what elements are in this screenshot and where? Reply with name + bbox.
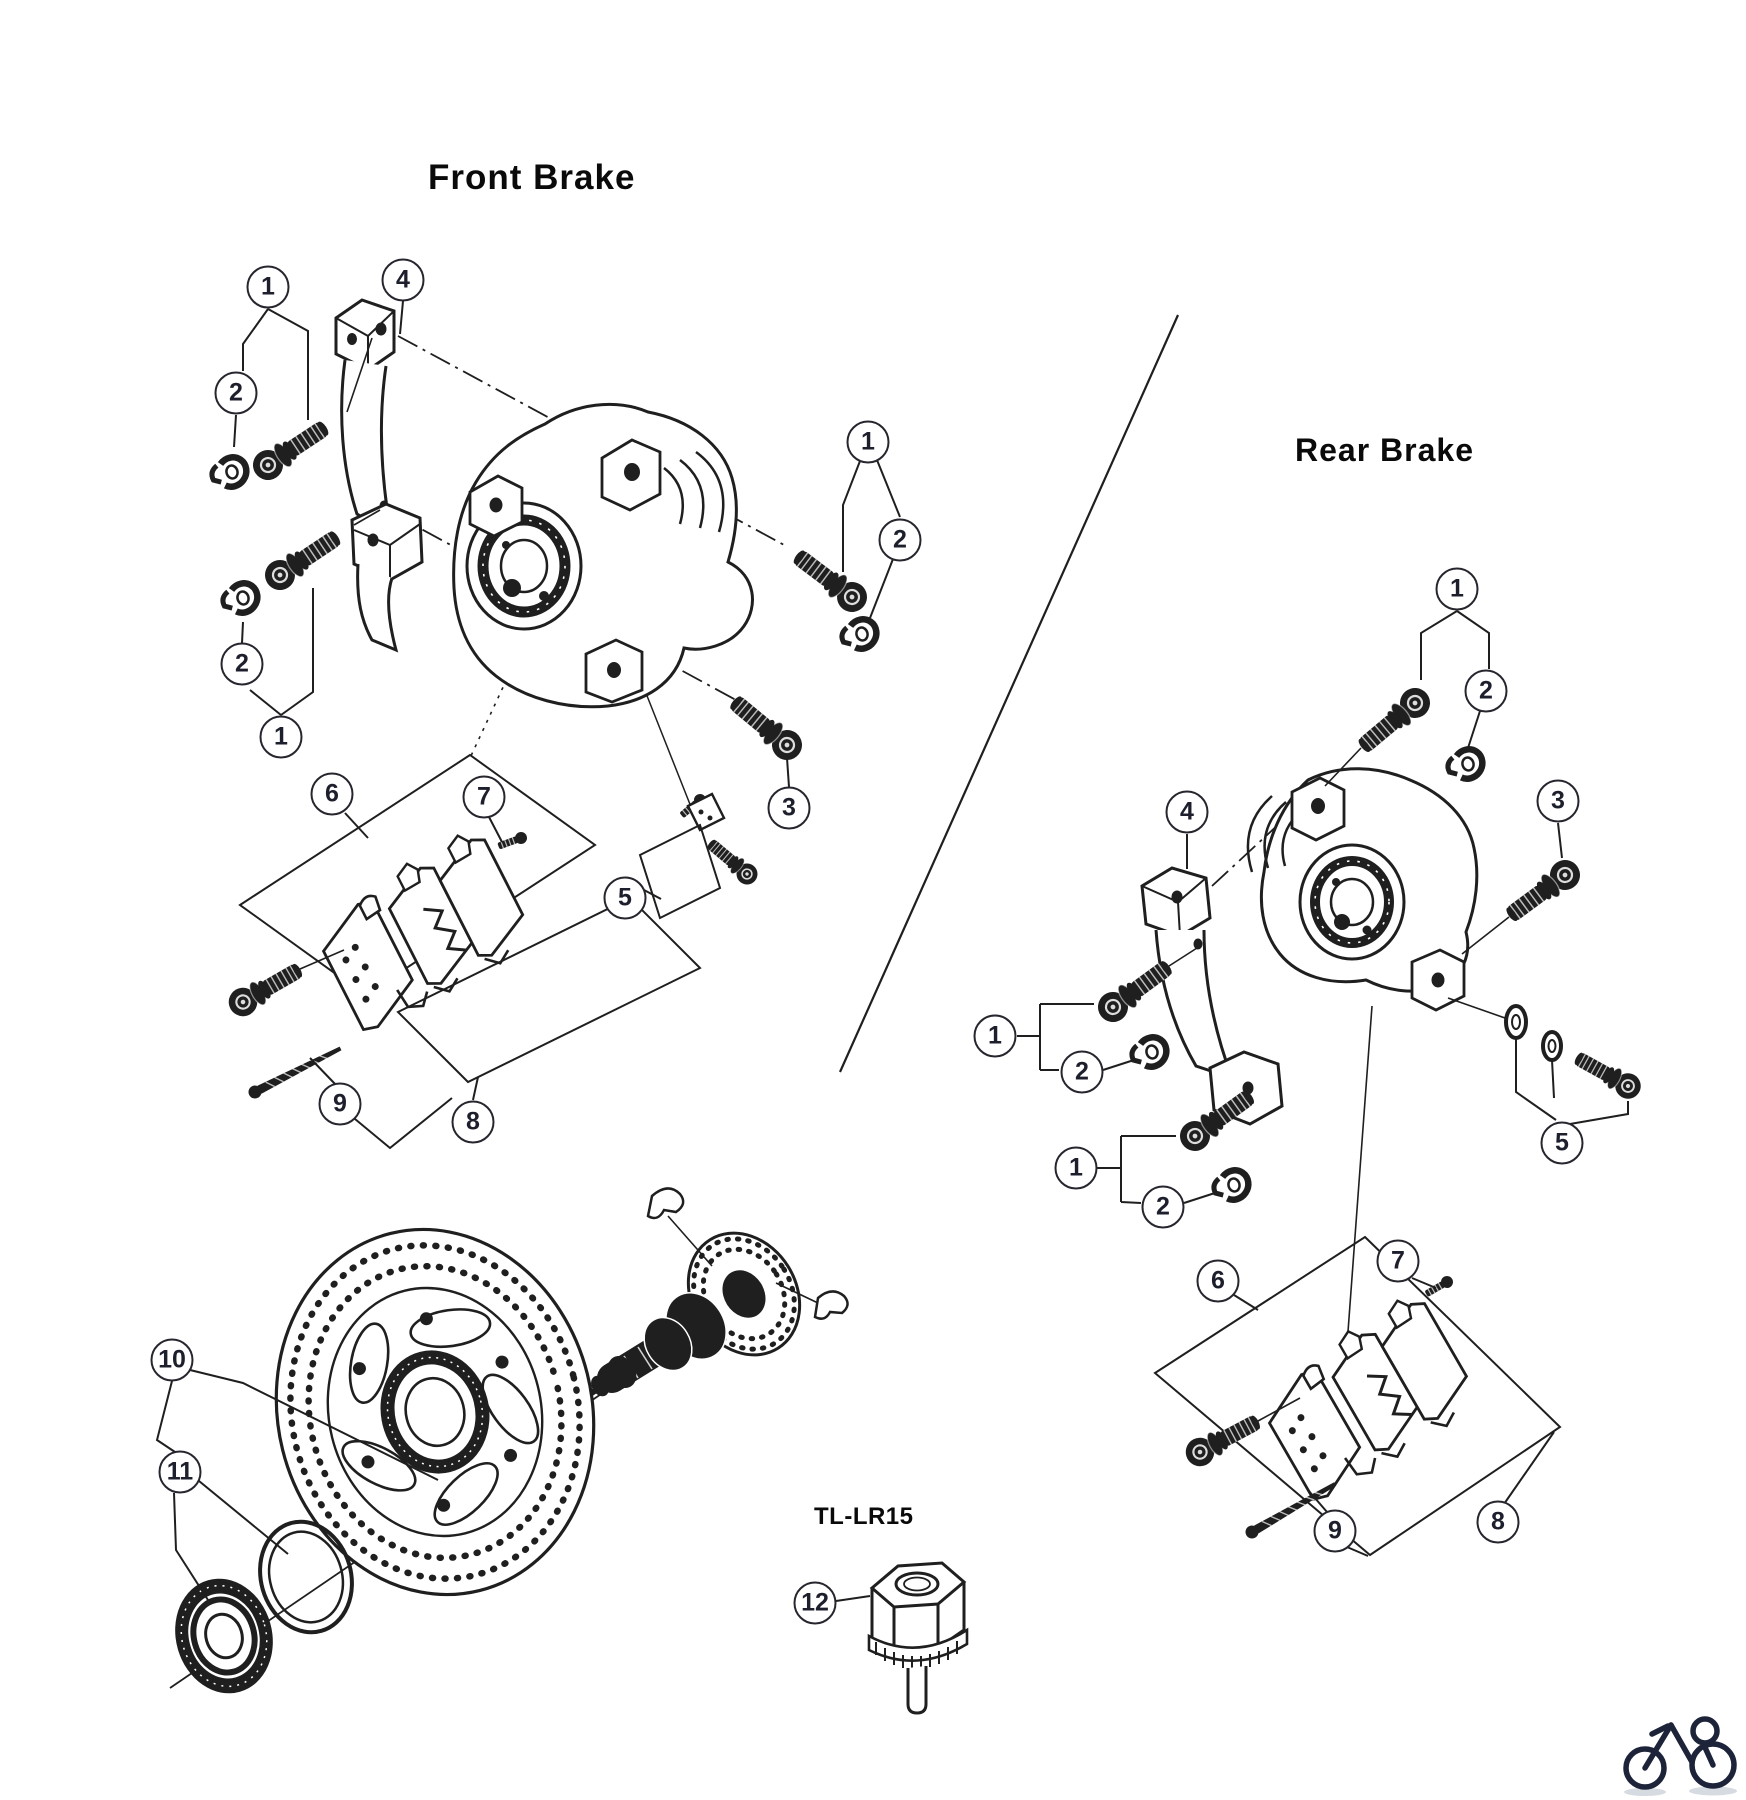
- front-rotor: [274, 1227, 596, 1597]
- callout-rear-2: 2: [1141, 1185, 1185, 1229]
- front-bleed-screw-set: [638, 790, 763, 920]
- rear-caliper-bolt-upper: [1324, 680, 1438, 787]
- front-caliper-bolt-lower: [722, 688, 810, 768]
- section-divider-line: [838, 314, 1180, 1073]
- front-pad-axle-bolt: [222, 949, 345, 1023]
- callout-rear-9: 9: [1313, 1509, 1357, 1553]
- front-brake-assembly-drawing: [169, 298, 969, 1715]
- callout-rear-3: 3: [1536, 779, 1580, 823]
- rear-caliper-bolt-lower: [1461, 852, 1588, 955]
- front-hub: [581, 1187, 849, 1401]
- rear-pad-axle-bolt: [1179, 1397, 1301, 1473]
- rear-washer-bolt-set: [1447, 997, 1647, 1105]
- callout-rear-1: 1: [973, 1014, 1017, 1058]
- front-mount-bolt-lower: [258, 509, 381, 597]
- callout-front-1: 1: [259, 715, 303, 759]
- callout-rear-2: 2: [1060, 1050, 1104, 1094]
- front-pad-group-box: [238, 753, 597, 997]
- callout-front-2: 2: [878, 518, 922, 562]
- callout-front-7: 7: [462, 775, 506, 819]
- rotor-washer: [258, 1519, 354, 1635]
- rear-cable-clip-lower: [1209, 1160, 1259, 1210]
- rotor-lock-ring: [175, 1578, 273, 1694]
- callout-front-1: 1: [246, 265, 290, 309]
- lockring-tool: [867, 1561, 969, 1715]
- callout-rear-1: 1: [1435, 567, 1479, 611]
- callout-front-6: 6: [310, 772, 354, 816]
- callout-front-5: 5: [603, 876, 647, 920]
- rear-brake-assembly-drawing: [1090, 680, 1647, 1557]
- rear-brake-title: Rear Brake: [1295, 432, 1474, 468]
- rear-caliper: [1246, 767, 1479, 1012]
- callout-leader-lines: [155, 300, 1629, 1602]
- callout-front-3: 3: [767, 786, 811, 830]
- front-adapter-bracket: [334, 298, 424, 653]
- lockring-tool-label: TL-LR15: [814, 1503, 914, 1530]
- callout-rear-7: 7: [1376, 1239, 1420, 1283]
- bicycle-logo: [1623, 1716, 1737, 1796]
- callout-rear-5: 5: [1540, 1121, 1584, 1165]
- callout-rear-4: 4: [1165, 790, 1209, 834]
- rear-cable-clip-upper: [1127, 1027, 1177, 1077]
- front-pads-box: [396, 896, 702, 1084]
- callout-rear-1: 1: [1054, 1146, 1098, 1190]
- front-cable-clip-lower: [218, 573, 268, 623]
- rear-mount-bolt-upper: [1090, 947, 1198, 1030]
- callout-front-12: 12: [793, 1581, 837, 1625]
- front-brake-title: Front Brake: [428, 158, 636, 197]
- callout-front-1: 1: [846, 420, 890, 464]
- rear-adapter-bracket: [1140, 866, 1284, 1126]
- callout-front-2: 2: [214, 371, 258, 415]
- callout-rear-8: 8: [1476, 1500, 1520, 1544]
- rear-brake-pads: [1246, 1288, 1486, 1506]
- callout-front-4: 4: [381, 258, 425, 302]
- front-cable-clip-right: [837, 609, 887, 659]
- callout-front-2: 2: [220, 642, 264, 686]
- front-brake-pads: [302, 824, 541, 1037]
- rear-pad-axle-screw: [1422, 1273, 1456, 1300]
- callout-front-9: 9: [318, 1082, 362, 1126]
- front-caliper: [452, 402, 754, 709]
- front-mount-bolt-upper: [246, 337, 373, 487]
- front-cable-clip-upper: [207, 447, 257, 497]
- callout-rear-2: 2: [1464, 669, 1508, 713]
- front-caliper-bolt-upper: [786, 542, 875, 620]
- callout-front-8: 8: [451, 1100, 495, 1144]
- rear-pad-group-box: [1153, 1235, 1562, 1557]
- callout-front-11: 11: [158, 1450, 202, 1494]
- callout-front-10: 10: [150, 1338, 194, 1382]
- callout-rear-6: 6: [1196, 1259, 1240, 1303]
